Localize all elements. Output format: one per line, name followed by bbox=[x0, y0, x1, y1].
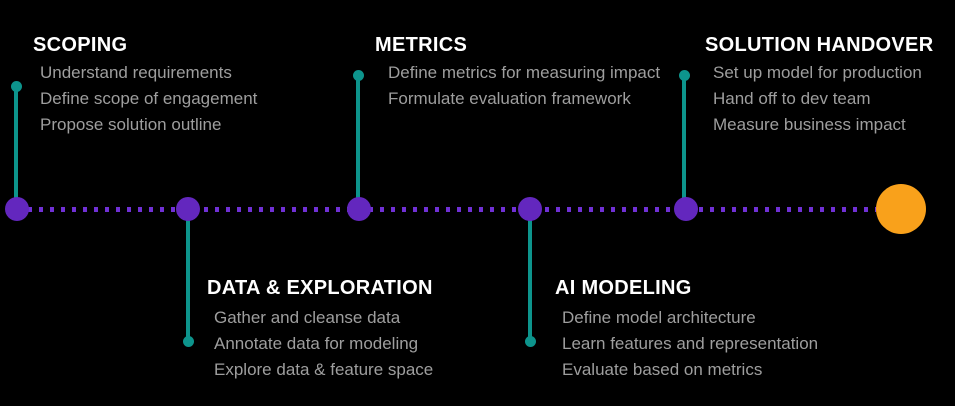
timeline-node-ai-modeling bbox=[518, 197, 542, 221]
connector-endpoint-dot-ai-modeling bbox=[525, 336, 536, 347]
timeline-node-scoping bbox=[5, 197, 29, 221]
stage-item: Learn features and representation bbox=[562, 334, 819, 353]
stage-item: Explore data & feature space bbox=[214, 360, 434, 379]
timeline-node-data-exploration bbox=[176, 197, 200, 221]
stage-item: Understand requirements bbox=[40, 63, 232, 82]
stage-title-scoping: SCOPING bbox=[33, 34, 128, 56]
stage-item: Annotate data for modeling bbox=[214, 334, 419, 353]
connector-endpoint-dot-solution-handover bbox=[679, 70, 690, 81]
stage-item: Set up model for production bbox=[713, 63, 922, 82]
stage-title-data-exploration: DATA & EXPLORATION bbox=[207, 277, 433, 299]
stage-item: Measure business impact bbox=[713, 115, 906, 134]
connector-endpoint-dot-metrics bbox=[353, 70, 364, 81]
stage-item: Define scope of engagement bbox=[40, 89, 258, 108]
stage-list-data-exploration: Gather and cleanse data Annotate data fo… bbox=[214, 305, 433, 383]
stage-title-ai-modeling: AI MODELING bbox=[555, 277, 692, 299]
stage-item: Evaluate based on metrics bbox=[562, 360, 763, 379]
timeline-dotted-line bbox=[17, 207, 876, 212]
stage-item: Hand off to dev team bbox=[713, 89, 871, 108]
stage-list-solution-handover: Set up model for production Hand off to … bbox=[713, 60, 922, 138]
timeline-node-metrics bbox=[347, 197, 371, 221]
connector-endpoint-dot-data-exploration bbox=[183, 336, 194, 347]
stage-item: Gather and cleanse data bbox=[214, 308, 401, 327]
stage-item: Define model architecture bbox=[562, 308, 756, 327]
connector-endpoint-dot-scoping bbox=[11, 81, 22, 92]
stage-list-metrics: Define metrics for measuring impact Form… bbox=[388, 60, 660, 112]
connector-line-scoping bbox=[14, 86, 18, 209]
stage-item: Define metrics for measuring impact bbox=[388, 63, 661, 82]
stage-list-scoping: Understand requirements Define scope of … bbox=[40, 60, 257, 138]
connector-line-data-exploration bbox=[186, 209, 190, 342]
timeline-end-circle bbox=[876, 184, 926, 234]
stage-title-solution-handover: SOLUTION HANDOVER bbox=[705, 34, 934, 56]
stage-title-metrics: METRICS bbox=[375, 34, 468, 56]
timeline-node-solution-handover bbox=[674, 197, 698, 221]
stage-list-ai-modeling: Define model architecture Learn features… bbox=[562, 305, 818, 383]
connector-line-ai-modeling bbox=[528, 209, 532, 342]
connector-line-metrics bbox=[356, 75, 360, 209]
connector-line-solution-handover bbox=[682, 75, 686, 209]
stage-item: Formulate evaluation framework bbox=[388, 89, 631, 108]
stage-item: Propose solution outline bbox=[40, 115, 222, 134]
